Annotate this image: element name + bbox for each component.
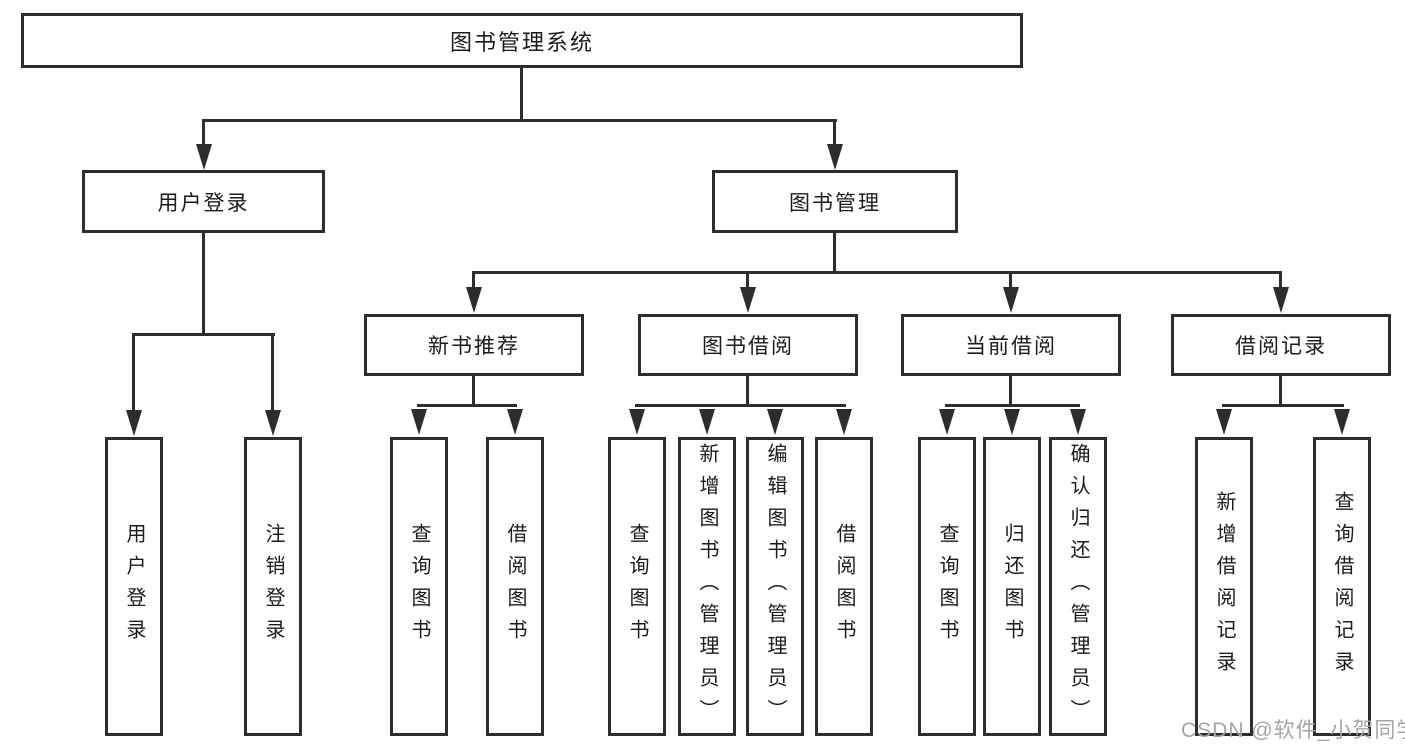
edge-arrowhead	[767, 409, 783, 435]
edge-arrowhead	[827, 144, 843, 170]
leaf-logout: 注销登录	[244, 437, 302, 736]
leaf-current-query-books: 查询图书	[918, 437, 976, 736]
edge-line	[271, 333, 274, 412]
edge-arrowhead	[740, 287, 756, 313]
edge-line	[833, 233, 836, 274]
edge-arrowhead	[836, 409, 852, 435]
edge-line	[132, 333, 135, 412]
leaf-borrowing-borrow-books: 借阅图书	[815, 437, 873, 736]
edge-arrowhead	[1216, 409, 1232, 435]
edge-arrowhead	[1273, 287, 1289, 313]
edge-line	[1279, 271, 1282, 288]
leaf-records-add-record: 新增借阅记录	[1195, 437, 1253, 736]
edge-line	[746, 271, 749, 288]
edge-arrowhead	[126, 410, 142, 436]
edge-line	[833, 119, 836, 145]
edge-line	[746, 376, 749, 407]
leaf-borrowing-edit-books-admin: 编辑图书（管理员）	[746, 437, 804, 736]
edge-arrowhead	[1003, 287, 1019, 313]
edge-arrowhead	[1070, 409, 1086, 435]
leaf-borrowing-add-books-admin: 新增图书（管理员）	[678, 437, 736, 736]
edge-line	[1009, 376, 1012, 407]
edge-line	[132, 333, 275, 336]
edge-line	[417, 404, 517, 407]
edge-line	[945, 404, 1080, 407]
edge-arrowhead	[411, 409, 427, 435]
node-book-management: 图书管理	[712, 170, 958, 233]
node-borrowing-records: 借阅记录	[1171, 314, 1391, 376]
leaf-current-confirm-return-admin: 确认归还（管理员）	[1049, 437, 1107, 736]
edge-line	[472, 271, 1282, 274]
leaf-current-return-books: 归还图书	[983, 437, 1041, 736]
leaf-user-login: 用户登录	[105, 437, 163, 736]
node-book-borrowing: 图书借阅	[638, 314, 858, 376]
leaf-newbook-borrow-books: 借阅图书	[486, 437, 544, 736]
watermark: CSDN @软件_小贺同学	[1181, 719, 1405, 742]
edge-arrowhead	[466, 287, 482, 313]
leaf-borrowing-query-books: 查询图书	[608, 437, 666, 736]
node-root: 图书管理系统	[21, 13, 1023, 68]
leaf-records-query-record: 查询借阅记录	[1313, 437, 1371, 736]
edge-line	[1279, 376, 1282, 407]
edge-arrowhead	[1004, 409, 1020, 435]
node-user-login: 用户登录	[82, 170, 325, 233]
node-current-borrowing: 当前借阅	[901, 314, 1121, 376]
edge-line	[520, 68, 523, 122]
edge-arrowhead	[699, 409, 715, 435]
edge-arrowhead	[507, 409, 523, 435]
leaf-newbook-query-books: 查询图书	[390, 437, 448, 736]
edge-line	[1009, 271, 1012, 288]
edge-arrowhead	[939, 409, 955, 435]
node-new-book-recommendation: 新书推荐	[364, 314, 584, 376]
edge-line	[202, 119, 837, 122]
edge-line	[472, 376, 475, 407]
edge-arrowhead	[629, 409, 645, 435]
edge-line	[1222, 404, 1344, 407]
edge-line	[202, 233, 205, 336]
edge-line	[635, 404, 846, 407]
edge-line	[202, 119, 205, 145]
edge-arrowhead	[1334, 409, 1350, 435]
edge-arrowhead	[265, 410, 281, 436]
edge-line	[472, 271, 475, 288]
edge-arrowhead	[196, 144, 212, 170]
